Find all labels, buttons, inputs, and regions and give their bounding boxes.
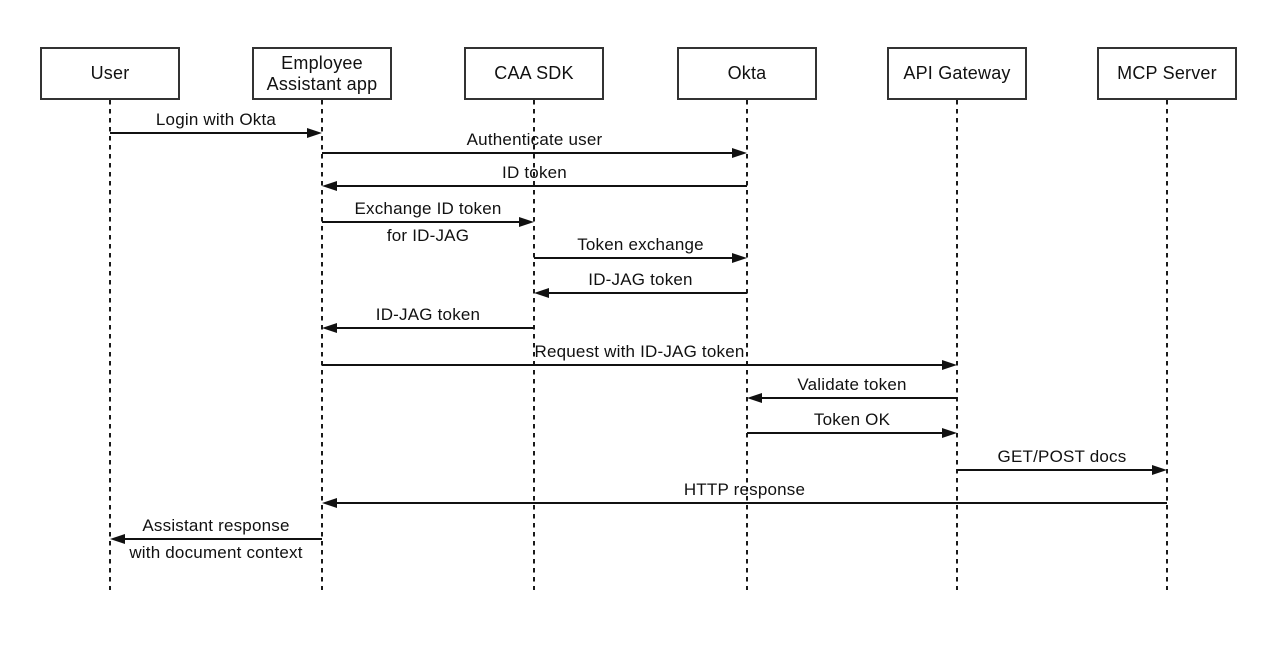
message-arrow-line xyxy=(332,185,747,187)
message-label: GET/POST docs xyxy=(997,447,1127,466)
message-arrowhead-left xyxy=(322,322,337,333)
actor-label: CAA SDK xyxy=(494,63,574,83)
message-label: ID token xyxy=(502,163,567,182)
message-arrow-line xyxy=(322,364,947,366)
message-arrow-line xyxy=(757,397,957,399)
lifeline-employee-assistant-app xyxy=(321,100,323,590)
message-label: HTTP response xyxy=(683,480,806,499)
message-arrowhead-left xyxy=(322,180,337,191)
lifeline-caa-sdk xyxy=(533,100,535,590)
message-arrowhead-right xyxy=(732,147,747,158)
message-label: Request with ID-JAG token xyxy=(534,342,745,361)
lifeline-api-gateway xyxy=(956,100,958,590)
actor-label: User xyxy=(90,63,130,83)
actor-label: Assistant app xyxy=(266,73,378,94)
message-arrow-line xyxy=(957,469,1157,471)
message-label: ID-JAG token xyxy=(588,270,693,289)
message-arrowhead-right xyxy=(307,127,322,138)
message-label: Token exchange xyxy=(577,235,704,254)
message-arrowhead-left xyxy=(110,533,125,544)
lifeline-user xyxy=(109,100,111,590)
message-label: with document context xyxy=(129,543,303,562)
actor-api-gateway: API Gateway xyxy=(887,47,1027,100)
message-arrowhead-right xyxy=(732,252,747,263)
message-arrowhead-right xyxy=(942,427,957,438)
message-arrow-line xyxy=(534,257,737,259)
message-arrow-line xyxy=(747,432,947,434)
message-arrowhead-right xyxy=(942,359,957,370)
message-arrow-line xyxy=(544,292,747,294)
actor-user: User xyxy=(40,47,180,100)
actor-okta: Okta xyxy=(677,47,817,100)
actor-label: API Gateway xyxy=(903,63,1011,83)
actor-label: MCP Server xyxy=(1117,63,1217,83)
lifeline-okta xyxy=(746,100,748,590)
message-arrow-line xyxy=(322,221,524,223)
lifeline-mcp-server xyxy=(1166,100,1168,590)
message-label: Validate token xyxy=(797,375,907,394)
message-label: Exchange ID token xyxy=(354,199,502,218)
message-arrow-line xyxy=(110,132,312,134)
message-label: for ID-JAG xyxy=(386,226,470,245)
message-label: Token OK xyxy=(813,410,891,429)
actor-mcp-server: MCP Server xyxy=(1097,47,1237,100)
message-label: Assistant response xyxy=(142,516,290,535)
message-arrowhead-right xyxy=(519,216,534,227)
message-label: Login with Okta xyxy=(155,110,277,129)
message-arrow-line xyxy=(322,152,737,154)
actor-caa-sdk: CAA SDK xyxy=(464,47,604,100)
message-arrowhead-left xyxy=(534,287,549,298)
actor-label: Employee xyxy=(281,52,363,73)
message-arrowhead-left xyxy=(322,497,337,508)
message-label: Authenticate user xyxy=(466,130,603,149)
message-arrow-line xyxy=(332,327,534,329)
message-arrow-line xyxy=(332,502,1167,504)
message-arrowhead-left xyxy=(747,392,762,403)
message-label: ID-JAG token xyxy=(375,305,481,324)
actor-label: Okta xyxy=(727,63,767,83)
message-arrow-line xyxy=(120,538,322,540)
message-arrowhead-right xyxy=(1152,464,1167,475)
